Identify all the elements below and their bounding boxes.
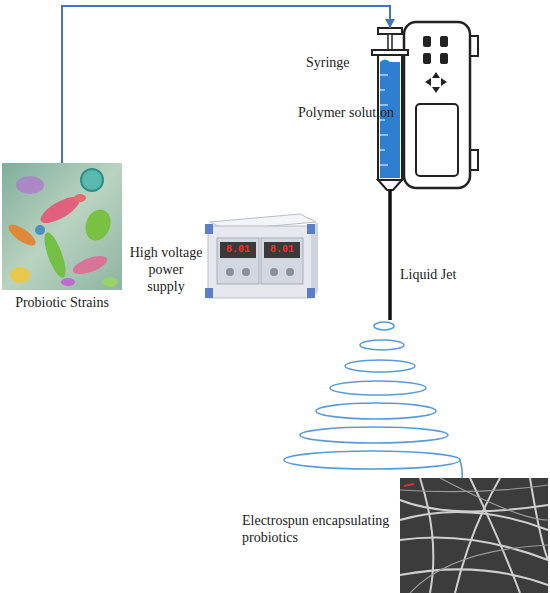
sem-image (400, 478, 548, 593)
line-shape (380, 135, 388, 136)
device-node: High voltage power supply (205, 214, 318, 302)
connector-line (62, 6, 390, 163)
part-label: Polymer solution (298, 104, 394, 121)
ellipse-shape (345, 360, 415, 372)
line-shape (380, 165, 388, 166)
ellipse-shape (10, 267, 30, 283)
path-shape (400, 485, 548, 492)
rect-shape (423, 53, 431, 64)
rect-shape (261, 238, 303, 284)
rect-shape (307, 224, 315, 234)
circle-shape (286, 268, 294, 276)
image-node: Probiotic Strains (2, 163, 122, 290)
rect-shape (440, 53, 448, 64)
line-shape (380, 150, 385, 151)
rect-shape (416, 104, 458, 176)
rect-shape (378, 28, 402, 34)
ellipse-shape (81, 169, 103, 191)
path-shape (400, 569, 548, 585)
rect-shape (264, 242, 300, 258)
rect-shape (217, 238, 259, 284)
path-shape (410, 545, 548, 593)
line-shape (404, 484, 414, 486)
bacteria-image (2, 163, 122, 290)
flow-arrow (62, 6, 395, 163)
part-label: Liquid Jet (400, 266, 456, 283)
rect-shape (205, 288, 213, 298)
ellipse-shape (316, 403, 436, 419)
circle-shape (270, 268, 278, 276)
part-label: Syringe (306, 54, 350, 71)
arrow-head (385, 19, 395, 28)
node-caption: Probiotic Strains (2, 294, 122, 311)
path-shape (455, 478, 500, 593)
line-shape (380, 90, 385, 91)
polygon-shape (441, 78, 447, 86)
display-digits: 8.01 (264, 244, 300, 256)
ellipse-shape (360, 340, 404, 350)
path-shape (440, 478, 548, 520)
ellipse-shape (35, 225, 45, 235)
rect-shape (208, 226, 312, 298)
rect-shape (205, 224, 213, 234)
rect-shape (307, 288, 315, 298)
image-node: Electrospun encapsulating probiotics (400, 478, 548, 593)
display-digits: 8.01 (220, 244, 256, 256)
polygon-shape (425, 78, 431, 86)
ellipse-shape (16, 176, 44, 194)
path-shape (400, 512, 548, 530)
liquid-jet-line (388, 190, 392, 320)
g-shape (400, 478, 548, 593)
polygon-shape (432, 72, 440, 78)
ellipse-shape (102, 277, 118, 287)
ellipse-shape (71, 252, 110, 277)
line-shape (380, 75, 388, 76)
g-shape (400, 478, 548, 593)
ellipse-shape (5, 221, 38, 249)
node-caption: Electrospun encapsulating probiotics (242, 512, 398, 546)
ellipse-shape (374, 322, 394, 330)
jet-spiral (284, 322, 462, 480)
rect-shape (2, 163, 122, 290)
path-shape (380, 60, 400, 65)
polygon-shape (378, 180, 402, 190)
syringe-pump (404, 22, 478, 188)
rect-shape (440, 36, 448, 47)
ellipse-shape (284, 451, 460, 469)
part-label: High voltage power supply (129, 244, 203, 295)
circle-shape (226, 268, 234, 276)
syringe-node: SyringePolymer solution (376, 28, 404, 198)
ellipse-shape (330, 381, 426, 395)
ellipse-shape (40, 230, 70, 280)
ellipse-shape (300, 427, 448, 443)
polygon-shape (432, 87, 440, 93)
rect-shape (423, 36, 431, 47)
path-shape (460, 460, 462, 480)
rect-shape (404, 22, 470, 188)
rect-shape (220, 242, 256, 258)
ellipse-shape (81, 206, 114, 244)
ellipse-shape (74, 194, 86, 202)
path-shape (400, 500, 548, 511)
ellipse-shape (61, 278, 75, 286)
circle-shape (242, 268, 250, 276)
rect-shape (400, 478, 548, 593)
power-supply-drawing (205, 214, 318, 298)
